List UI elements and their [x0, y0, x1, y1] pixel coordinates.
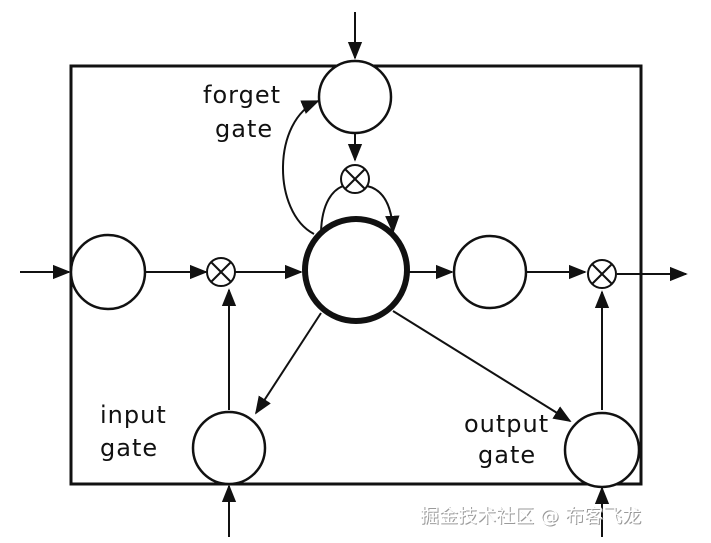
arrow-cell-to-forget-gate: [282, 100, 320, 235]
watermark-text: 掘金技术社区 @ 布客飞龙: [420, 505, 641, 527]
forget-multiplier-icon: [340, 164, 370, 194]
input-gate-node: [191, 410, 267, 486]
output-gate-label-line2: gate: [478, 441, 536, 469]
watermark-shadow: 掘金技术社区 @ 布客飞龙: [421, 506, 642, 528]
forget-gate-node: [317, 59, 393, 135]
output-multiplier-icon: [587, 259, 617, 289]
arrow-cell-to-input-gate: [255, 312, 322, 415]
arrow-self-loop-right: [366, 185, 400, 234]
input-gate-label-line1: input: [100, 401, 167, 429]
output-gate-label-line1: output: [464, 410, 549, 438]
input-multiplier-icon: [206, 257, 236, 287]
output-gate-node: [563, 411, 641, 489]
arrow-cell-to-output-gate: [392, 310, 572, 422]
cell-output-node: [452, 234, 528, 310]
arrow-self-loop-left: [320, 185, 344, 233]
forget-gate-label-line1: forget: [203, 81, 281, 109]
input-gate-label-line2: gate: [100, 434, 158, 462]
forget-gate-label-line2: gate: [215, 115, 273, 143]
memory-cell-node: [302, 216, 410, 324]
cell-input-node: [69, 233, 147, 311]
